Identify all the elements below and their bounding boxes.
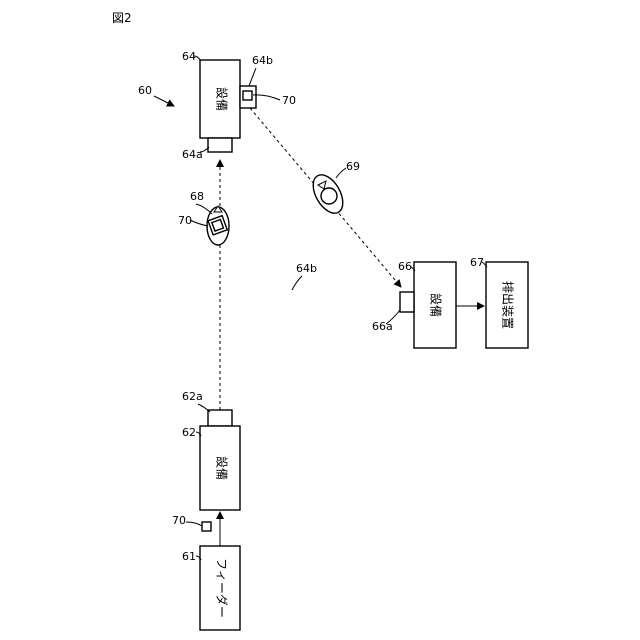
feeder-61: フィーダー xyxy=(200,546,240,630)
device-66-text: 設備 xyxy=(429,293,444,317)
path-ref-label: 64b xyxy=(296,262,317,275)
device-66a-ref: 66a xyxy=(372,320,393,333)
ejector-67: 排出装置 xyxy=(486,262,528,348)
device-64a-ref: 64a xyxy=(182,148,203,161)
robot-69-leader xyxy=(336,168,346,178)
system-ref-label: 60 xyxy=(138,84,152,97)
ejector-text: 排出装置 xyxy=(501,281,515,329)
feeder-ref: 61 xyxy=(182,550,196,563)
device-62a-port xyxy=(208,410,232,426)
system-ref-arrow xyxy=(154,96,174,106)
robot-69 xyxy=(307,170,349,218)
workpiece-70-bottom-ref: 70 xyxy=(172,514,186,527)
workpiece-70-top-ref: 70 xyxy=(282,94,296,107)
device-62-ref: 62 xyxy=(182,426,196,439)
device-62a-leader xyxy=(198,404,210,412)
feeder-text: フィーダー xyxy=(215,558,230,618)
device-64: 設備 xyxy=(200,60,256,152)
workpiece-70-at-64b xyxy=(243,91,252,100)
robot-68-workpiece-leader xyxy=(190,220,208,226)
workpiece-70-bottom-leader xyxy=(186,522,202,526)
device-66a-port xyxy=(400,292,414,312)
figure-label: 図2 xyxy=(112,11,132,25)
device-64b-ref: 64b xyxy=(252,54,273,67)
device-64-text: 設備 xyxy=(215,87,230,111)
device-64-ref: 64 xyxy=(182,50,196,63)
device-64b-leader xyxy=(249,68,256,86)
device-62-text: 設備 xyxy=(215,456,230,480)
device-64a-port xyxy=(208,138,232,152)
device-62: 設備 xyxy=(200,410,240,510)
device-62a-ref: 62a xyxy=(182,390,203,403)
device-66a-leader xyxy=(386,310,400,324)
robot-69-ref: 69 xyxy=(346,160,360,173)
device-66: 設備 xyxy=(400,262,456,348)
robot-68-ref: 68 xyxy=(190,190,204,203)
workpiece-70-top-leader xyxy=(253,95,280,100)
path-ref-leader xyxy=(292,276,302,290)
workpiece-70-at-feeder xyxy=(202,522,211,531)
